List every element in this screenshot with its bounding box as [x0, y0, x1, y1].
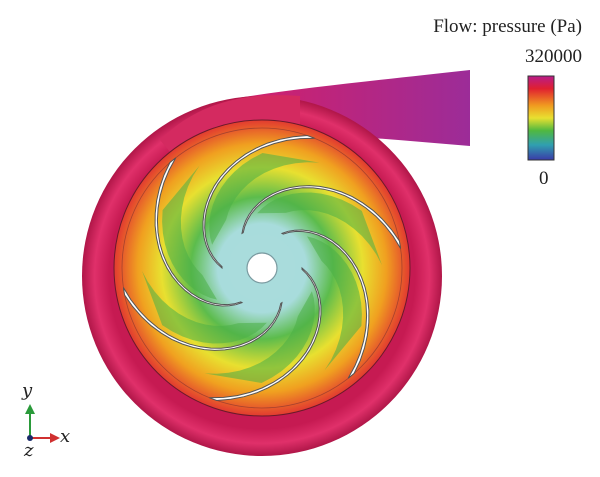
impeller-rim	[121, 127, 403, 409]
pressure-band	[142, 270, 267, 344]
z-axis-dot	[27, 435, 33, 441]
pressure-band	[307, 236, 362, 371]
pressure-band	[204, 291, 315, 383]
pressure-band	[209, 153, 320, 245]
legend-min-label: 0	[539, 168, 549, 189]
legend-color-bar	[527, 75, 555, 161]
impeller-hub-hole	[246, 252, 278, 284]
impeller-blade	[154, 157, 244, 307]
impeller-blades	[122, 134, 402, 402]
pressure-bands	[142, 153, 382, 383]
impeller-blade	[209, 266, 322, 402]
x-arrow-head	[50, 433, 60, 443]
legend-title: Flow: pressure (Pa)	[433, 16, 582, 37]
impeller-blade	[280, 229, 370, 379]
x-axis-label: x	[60, 426, 71, 447]
legend-max-label: 320000	[525, 46, 582, 67]
pressure-band	[257, 192, 382, 266]
z-axis-label: z	[24, 440, 34, 461]
y-axis-label: y	[22, 380, 33, 401]
pressure-band	[162, 165, 217, 300]
impeller-blade	[202, 134, 315, 270]
impeller-blade	[241, 185, 402, 249]
axis-triad	[25, 404, 60, 443]
y-arrow-head	[25, 404, 35, 414]
impeller-blade	[122, 287, 283, 351]
